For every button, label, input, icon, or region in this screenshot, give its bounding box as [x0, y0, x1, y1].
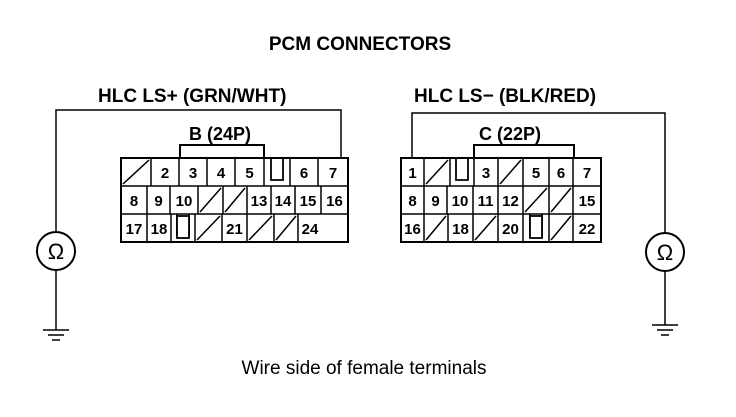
pin-label: 13: [251, 193, 268, 210]
pin-label: 17: [126, 221, 143, 238]
pin-label: 22: [579, 221, 596, 238]
pin-label: 6: [557, 165, 565, 182]
pin-label: 8: [130, 193, 138, 210]
pin-label: 16: [326, 193, 343, 210]
pin-label: 18: [151, 221, 168, 238]
pin-label: 24: [302, 221, 319, 238]
pin-label: 2: [161, 165, 169, 182]
pin-label: 15: [579, 193, 596, 210]
pin-label: 1: [408, 165, 416, 182]
connector-lock-tab: [473, 144, 575, 158]
right-probe-wire: [411, 112, 666, 233]
blank-cavity: [550, 215, 572, 241]
blank-cavity: [248, 215, 273, 241]
pin-label: 7: [329, 165, 337, 182]
pin-label: 15: [300, 193, 317, 210]
pin-label: 11: [478, 193, 494, 210]
pin-label: 18: [452, 221, 469, 238]
pin-label: 16: [404, 221, 421, 238]
diagram-title: PCM CONNECTORS: [269, 34, 451, 55]
key-notch: [176, 215, 190, 239]
connector-lock-tab: [179, 144, 265, 158]
pin-label: 3: [189, 165, 197, 182]
pin-label: 8: [408, 193, 416, 210]
left-ohmmeter-icon: Ω: [36, 231, 76, 271]
pin-label: 9: [154, 193, 162, 210]
right-connector-name: C (22P): [479, 124, 541, 144]
pin-label: 14: [275, 193, 292, 210]
pin-label: 6: [300, 165, 308, 182]
blank-cavity: [122, 159, 150, 185]
pin-label: 4: [217, 165, 226, 182]
key-notch: [270, 158, 284, 181]
blank-cavity: [275, 215, 297, 241]
pin-label: 3: [482, 165, 490, 182]
pin-label: 10: [452, 193, 469, 210]
key-notch: [529, 215, 543, 239]
pin-label: 9: [431, 193, 439, 210]
svg-text:Ω: Ω: [48, 239, 64, 264]
blank-cavity: [550, 187, 572, 213]
right-probe-label: HLC LS− (BLK/RED): [414, 86, 596, 107]
svg-text:Ω: Ω: [657, 240, 673, 265]
pin-label: 21: [226, 221, 243, 238]
blank-cavity: [524, 187, 548, 213]
left-probe-label: HLC LS+ (GRN/WHT): [98, 86, 286, 107]
left-ground-icon: [43, 329, 69, 341]
blank-cavity: [474, 215, 497, 241]
diagram-caption: Wire side of female terminals: [242, 358, 487, 379]
key-notch: [455, 158, 469, 181]
blank-cavity: [425, 159, 449, 185]
left-connector-name: B (24P): [189, 124, 251, 144]
blank-cavity: [425, 215, 447, 241]
pin-label: 5: [245, 165, 253, 182]
pin-label: 5: [532, 165, 540, 182]
pin-label: 12: [502, 193, 519, 210]
pin-label: 10: [176, 193, 193, 210]
right-ohmmeter-icon: Ω: [645, 232, 685, 272]
connector-body: [400, 157, 602, 243]
right-ground-icon: [652, 324, 678, 336]
wiring: [55, 109, 666, 330]
pin-label: 20: [502, 221, 519, 238]
pin-label: 7: [583, 165, 591, 182]
blank-cavity: [224, 187, 246, 213]
left-probe-wire: [55, 109, 342, 232]
blank-cavity: [499, 159, 522, 185]
blank-cavity: [196, 215, 221, 241]
blank-cavity: [199, 187, 222, 213]
